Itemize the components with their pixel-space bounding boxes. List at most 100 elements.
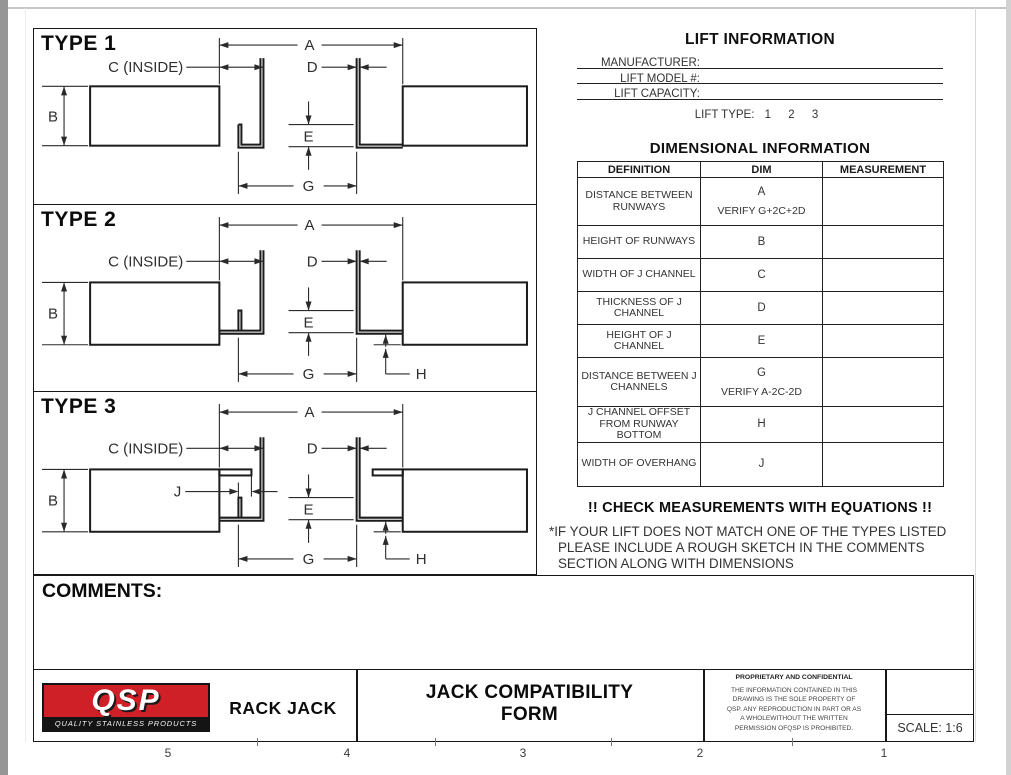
measurement-cell[interactable] bbox=[822, 406, 944, 443]
manufacturer-label: MANUFACTURER: bbox=[600, 57, 700, 69]
type2-dim-a: A bbox=[305, 217, 315, 234]
col-dim: DIM bbox=[700, 161, 823, 178]
type3-dim-d: D bbox=[307, 440, 318, 457]
type2-dim-b: B bbox=[48, 306, 58, 323]
dim-note: VERIFY A-2C-2D bbox=[721, 385, 802, 398]
col-definition: DEFINITION bbox=[577, 161, 701, 178]
proprietary-body: THE INFORMATION CONTAINED IN THIS DRAWIN… bbox=[726, 686, 862, 732]
dim-cell: B bbox=[700, 225, 823, 259]
qsp-logo: QSP QUALITY STAINLESS PRODUCTS bbox=[42, 682, 210, 732]
lift-information-fields: MANUFACTURER: LIFT MODEL #: LIFT CAPACIT… bbox=[577, 53, 943, 100]
type1-dim-a: A bbox=[305, 37, 315, 54]
lift-capacity-label: LIFT CAPACITY: bbox=[614, 88, 700, 101]
table-row: THICKNESS OF J CHANNEL D bbox=[577, 291, 944, 325]
type3-dim-g: G bbox=[303, 551, 315, 568]
lift-type-option-2[interactable]: 2 bbox=[788, 109, 795, 121]
measurement-cell[interactable] bbox=[822, 225, 944, 259]
dimensional-information-table: DEFINITION DIM MEASUREMENT DISTANCE BETW… bbox=[577, 161, 944, 487]
type3-dim-e: E bbox=[304, 502, 314, 519]
type2-dim-g: G bbox=[303, 366, 315, 383]
definition-cell: DISTANCE BETWEEN RUNWAYS bbox=[577, 177, 701, 226]
qsp-logo-red-field: QSP bbox=[44, 683, 208, 717]
type2-diagram: A C (INSIDE) D B E G H bbox=[42, 217, 528, 383]
type2-dim-c: C (INSIDE) bbox=[108, 253, 183, 270]
sheet-number-3: 3 bbox=[519, 746, 527, 760]
proprietary-title: PROPRIETARY AND CONFIDENTIAL bbox=[735, 673, 853, 681]
note-line-2: PLEASE INCLUDE A ROUGH SKETCH IN THE COM… bbox=[558, 540, 925, 555]
table-row: HEIGHT OF RUNWAYS B bbox=[577, 225, 944, 259]
type1-dim-c: C (INSIDE) bbox=[108, 59, 183, 76]
scale-value: SCALE: 1:6 bbox=[897, 720, 963, 735]
note-line-3: SECTION ALONG WITH DIMENSIONS bbox=[558, 556, 794, 571]
type1-dim-g: G bbox=[303, 178, 315, 195]
type3-diagram-box: A C (INSIDE) D B J E G H TYPE 3 bbox=[33, 392, 537, 575]
lift-capacity-field[interactable]: LIFT CAPACITY: bbox=[577, 84, 943, 100]
table-row: WIDTH OF OVERHANG J bbox=[577, 441, 944, 487]
type1-diagram: A C (INSIDE) D B E G bbox=[42, 37, 528, 195]
drawing-frame-left bbox=[25, 8, 26, 742]
table-row: HEIGHT OF J CHANNEL E bbox=[577, 324, 944, 358]
measurement-cell[interactable] bbox=[822, 291, 944, 325]
sheet-number-1: 1 bbox=[880, 746, 888, 760]
check-measurements-warning: !! CHECK MEASUREMENTS WITH EQUATIONS !! bbox=[587, 500, 933, 516]
qsp-logo-strip: QUALITY STAINLESS PRODUCTS bbox=[44, 716, 208, 730]
type2-dim-e: E bbox=[304, 315, 314, 332]
measurement-cell[interactable] bbox=[822, 357, 944, 407]
manufacturer-field[interactable]: MANUFACTURER: bbox=[577, 53, 943, 69]
definition-cell: WIDTH OF J CHANNEL bbox=[577, 258, 701, 292]
definition-cell: DISTANCE BETWEEN J CHANNELS bbox=[577, 357, 701, 407]
type1-dim-d: D bbox=[307, 59, 318, 76]
ruler-tick bbox=[792, 738, 794, 746]
type2-dim-h: H bbox=[416, 366, 427, 383]
lift-model-field[interactable]: LIFT MODEL #: bbox=[577, 69, 943, 85]
drawing-frame-top bbox=[8, 7, 1006, 9]
lift-type-option-1[interactable]: 1 bbox=[764, 109, 772, 121]
dim-cell: J bbox=[700, 441, 823, 487]
lift-type-row: LIFT TYPE: 1 2 3 bbox=[545, 109, 975, 121]
type3-dim-c: C (INSIDE) bbox=[108, 440, 183, 457]
measurement-cell[interactable] bbox=[822, 324, 944, 358]
comments-box[interactable]: COMMENTS: bbox=[33, 575, 974, 670]
definition-cell: HEIGHT OF J CHANNEL bbox=[577, 324, 701, 358]
type3-dim-a: A bbox=[305, 404, 315, 421]
dim-cell: H bbox=[700, 406, 823, 443]
lift-information-title: LIFT INFORMATION bbox=[684, 31, 835, 48]
type3-dim-j: J bbox=[174, 484, 182, 501]
type2-diagram-box: A C (INSIDE) D B E G H TYPE 2 bbox=[33, 205, 537, 392]
col-measurement: MEASUREMENT bbox=[822, 161, 944, 178]
lift-type-option-3[interactable]: 3 bbox=[811, 109, 819, 121]
dimensional-information-title: DIMENSIONAL INFORMATION bbox=[649, 140, 871, 157]
measurement-cell[interactable] bbox=[822, 177, 944, 226]
type1-dim-e: E bbox=[304, 129, 314, 146]
note-line-1: *IF YOUR LIFT DOES NOT MATCH ONE OF THE … bbox=[549, 524, 947, 539]
sheet-number-2: 2 bbox=[696, 746, 704, 760]
qsp-logo-text: QSP bbox=[91, 683, 161, 717]
ruler-tick bbox=[257, 738, 259, 746]
form-title: JACK COMPATIBILITY FORM bbox=[356, 682, 703, 727]
sheet-number-5: 5 bbox=[164, 746, 172, 760]
scale-cell-divider bbox=[885, 713, 974, 715]
type3-dim-h: H bbox=[416, 551, 427, 568]
form-title-line-2: FORM bbox=[500, 704, 559, 725]
qsp-logo-tagline: QUALITY STAINLESS PRODUCTS bbox=[54, 718, 198, 728]
table-row: J CHANNEL OFFSET FROM RUNWAY BOTTOM H bbox=[577, 406, 944, 443]
measurement-cell[interactable] bbox=[822, 441, 944, 487]
type2-title: TYPE 2 bbox=[41, 208, 117, 231]
definition-cell: HEIGHT OF RUNWAYS bbox=[577, 225, 701, 259]
sheet-number-4: 4 bbox=[343, 746, 351, 760]
title-block-divider-2 bbox=[703, 669, 705, 741]
type1-title: TYPE 1 bbox=[41, 32, 117, 55]
lift-model-label: LIFT MODEL #: bbox=[620, 72, 700, 85]
type3-title: TYPE 3 bbox=[41, 395, 117, 418]
dim-cell: E bbox=[700, 324, 823, 358]
ruler-tick bbox=[611, 738, 613, 746]
type-mismatch-note: *IF YOUR LIFT DOES NOT MATCH ONE OF THE … bbox=[549, 524, 977, 572]
proprietary-notice: PROPRIETARY AND CONFIDENTIAL THE INFORMA… bbox=[703, 674, 885, 734]
type1-dim-b: B bbox=[48, 109, 58, 126]
dim-cell: C bbox=[700, 258, 823, 292]
measurement-cell[interactable] bbox=[822, 258, 944, 292]
form-title-line-1: JACK COMPATIBILITY bbox=[425, 681, 634, 703]
